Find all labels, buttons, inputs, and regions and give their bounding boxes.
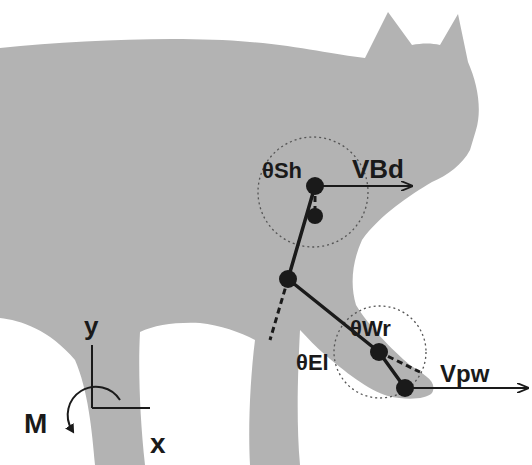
- velocity-label: Vpw: [440, 362, 489, 386]
- joint-circle: [334, 306, 426, 398]
- velocity-arrow: [315, 185, 412, 187]
- joint-dot: [279, 270, 297, 288]
- x-axis: [92, 407, 150, 409]
- angle-label: θSh: [262, 160, 302, 182]
- cat-silhouette: [0, 12, 479, 465]
- joint-dot: [370, 343, 388, 361]
- angle-label: θWr: [350, 318, 391, 340]
- angle-label: θEl: [296, 352, 329, 374]
- joint-circle: [258, 137, 368, 247]
- axis-label: x: [150, 430, 166, 458]
- velocity-arrow: [405, 387, 528, 389]
- joint-dot: [307, 208, 323, 224]
- moment-label: M: [24, 410, 47, 438]
- reference-line: [270, 279, 288, 340]
- moment-arrow: [68, 387, 120, 430]
- velocity-label: VBd: [352, 156, 404, 182]
- limb-segments: [288, 186, 405, 388]
- axis-label: y: [84, 313, 98, 339]
- y-axis: [91, 345, 93, 408]
